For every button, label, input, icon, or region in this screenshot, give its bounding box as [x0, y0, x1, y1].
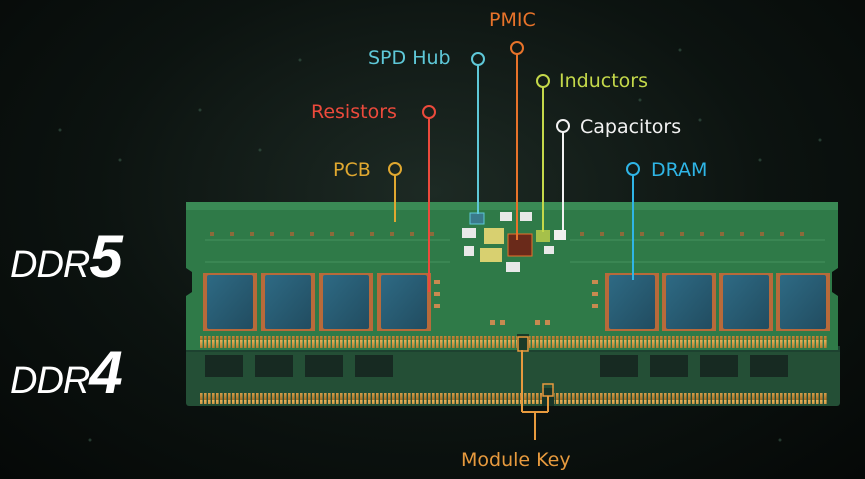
callout-lines	[388, 41, 640, 440]
background-circuit-dots	[58, 48, 822, 442]
pcb-label: PCB	[333, 159, 371, 181]
ddr4-module	[186, 346, 840, 406]
module-key-label: Module Key	[461, 449, 571, 471]
pmic-label: PMIC	[489, 9, 536, 31]
ddr5-prefix: DDR	[10, 244, 90, 286]
spd-hub-label: SPD Hub	[368, 47, 451, 69]
dram-label: DRAM	[651, 159, 707, 181]
ddr5-module	[186, 202, 838, 352]
pmic-area	[462, 212, 566, 272]
ddr5-label: DDR5	[10, 222, 123, 291]
ddr4-number: 4	[89, 339, 122, 406]
ddr5-number: 5	[89, 223, 122, 290]
ddr4-prefix: DDR	[10, 360, 90, 402]
dram-chips-right	[605, 273, 830, 331]
ddr4-label: DDR4	[10, 338, 123, 407]
dram-chips-left	[203, 273, 431, 331]
resistors-label: Resistors	[311, 101, 397, 123]
inductors-label: Inductors	[559, 70, 648, 92]
capacitors-label: Capacitors	[580, 116, 681, 138]
